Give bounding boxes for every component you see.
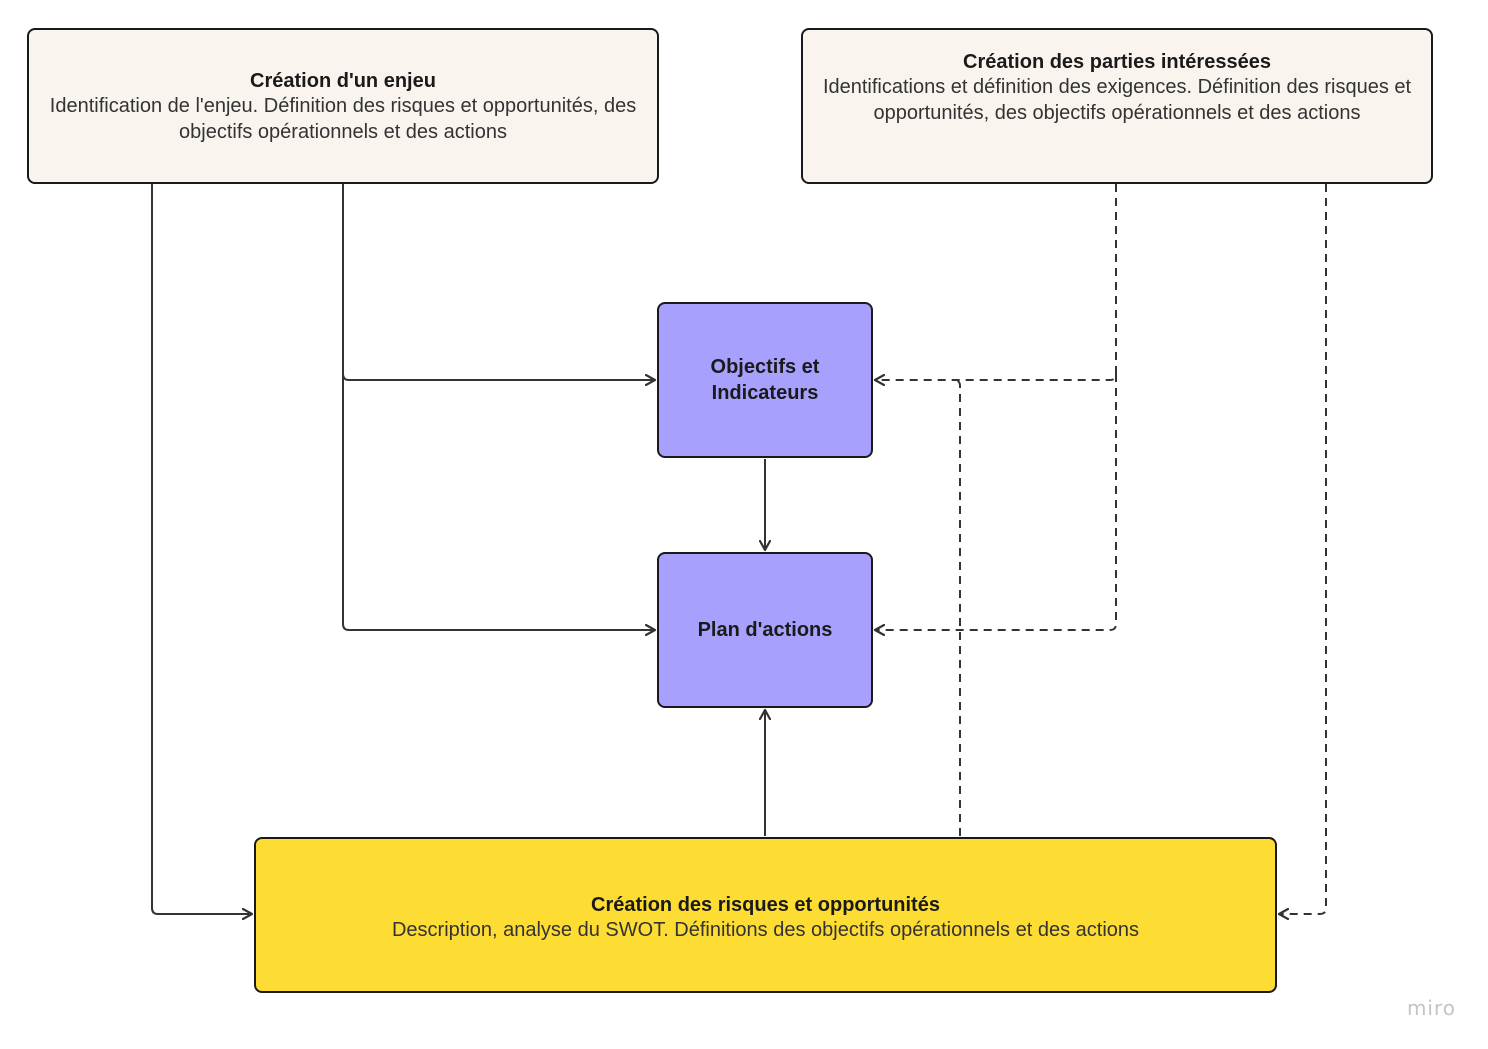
edge-parties-to-objectifs [875, 184, 1117, 380]
edge-enjeu-to-risques [151, 184, 252, 914]
node-objectifs-title: Objectifs et Indicateurs [710, 356, 820, 404]
edge-parties-to-risques [1279, 184, 1327, 914]
node-risques-description: Description, analyse du SWOT. Définition… [391, 919, 1140, 941]
node-objectifs-indicateurs[interactable]: Objectifs et Indicateurs [657, 302, 873, 458]
node-plan-actions[interactable]: Plan d'actions [657, 552, 873, 708]
node-enjeu-description: Identification de l'enjeu. Définition de… [49, 95, 637, 143]
node-enjeu-title: Création d'un enjeu [250, 70, 436, 92]
node-creation-risques-opportunites[interactable]: Création des risques et opportunités Des… [254, 837, 1277, 993]
miro-watermark: miro [1406, 996, 1456, 1020]
edge-parties-to-plan [875, 374, 1117, 630]
edge-enjeu-to-plan [342, 374, 655, 630]
node-parties-description: Identifications et définition des exigen… [822, 76, 1412, 124]
node-risques-title: Création des risques et opportunités [591, 894, 940, 916]
node-creation-parties-interessees[interactable]: Création des parties intéressées Identif… [801, 28, 1433, 184]
node-creation-enjeu[interactable]: Création d'un enjeu Identification de l'… [27, 28, 659, 184]
node-parties-title: Création des parties intéressées [963, 51, 1271, 73]
edge-enjeu-to-objectifs [342, 184, 655, 380]
node-plan-title: Plan d'actions [697, 619, 833, 641]
edge-risques-to-objectifs [953, 379, 961, 836]
